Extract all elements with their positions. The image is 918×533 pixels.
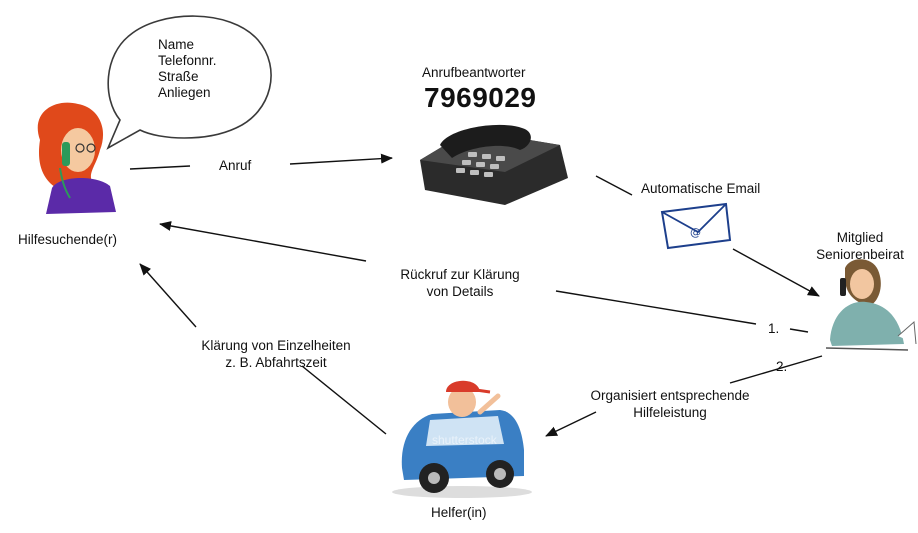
watermark: shutterstock xyxy=(432,433,498,447)
member-label-line1: Mitglied xyxy=(836,230,884,245)
call-arrow xyxy=(289,153,393,165)
callback-label-line1: Rückruf zur Klärung xyxy=(400,267,520,282)
callback-line-end xyxy=(789,328,809,333)
call-line-left xyxy=(129,165,191,170)
member-label-line2: Seniorenbeirat xyxy=(816,247,904,262)
clarify-label: Klärung von Einzelheiten z. B. Abfahrtsz… xyxy=(176,337,376,371)
envelope-icon: @ xyxy=(660,202,732,250)
speech-bubble-text: Name Telefonnr. Straße Anliegen xyxy=(158,37,217,101)
bubble-line-concern: Anliegen xyxy=(158,85,211,100)
organize-line-top xyxy=(729,355,823,384)
clarify-line-bottom xyxy=(301,365,387,435)
telephone-icon xyxy=(420,124,568,205)
bubble-line-name: Name xyxy=(158,37,195,52)
auto-email-label: Automatische Email xyxy=(641,181,761,196)
bubble-line-street: Straße xyxy=(158,69,199,84)
callback-arrow xyxy=(159,221,367,262)
caller-label: Hilfesuchende(r) xyxy=(18,232,118,247)
member-icon xyxy=(825,259,917,351)
connectors xyxy=(129,153,823,437)
helper-label: Helfer(in) xyxy=(431,505,487,520)
member-label: Mitglied Seniorenbeirat xyxy=(805,229,915,263)
step-2-label: 2. xyxy=(776,359,788,374)
organize-label: Organisiert entsprechende Hilfeleistung xyxy=(566,387,774,421)
organize-label-line1: Organisiert entsprechende xyxy=(590,388,750,403)
email-line-in xyxy=(595,175,633,196)
clarify-label-line2: z. B. Abfahrtszeit xyxy=(225,355,327,370)
phone-number: 7969029 xyxy=(424,82,537,113)
call-label: Anruf xyxy=(219,158,252,173)
step-1-label: 1. xyxy=(768,321,780,336)
caller-icon xyxy=(37,102,116,214)
svg-text:@: @ xyxy=(690,226,701,239)
callback-line xyxy=(555,290,757,325)
car-icon xyxy=(392,380,532,498)
email-arrow-out xyxy=(732,248,820,297)
callback-label-line2: von Details xyxy=(426,284,494,299)
organize-arrow xyxy=(545,411,597,437)
bubble-line-phone: Telefonnr. xyxy=(158,53,217,68)
speech-bubble xyxy=(106,15,272,150)
clarify-arrow-top xyxy=(139,263,197,328)
clarify-label-line1: Klärung von Einzelheiten xyxy=(201,338,351,353)
answering-machine-label: Anrufbeantworter xyxy=(422,65,526,80)
callback-label: Rückruf zur Klärung von Details xyxy=(370,266,550,300)
organize-label-line2: Hilfeleistung xyxy=(633,405,707,420)
